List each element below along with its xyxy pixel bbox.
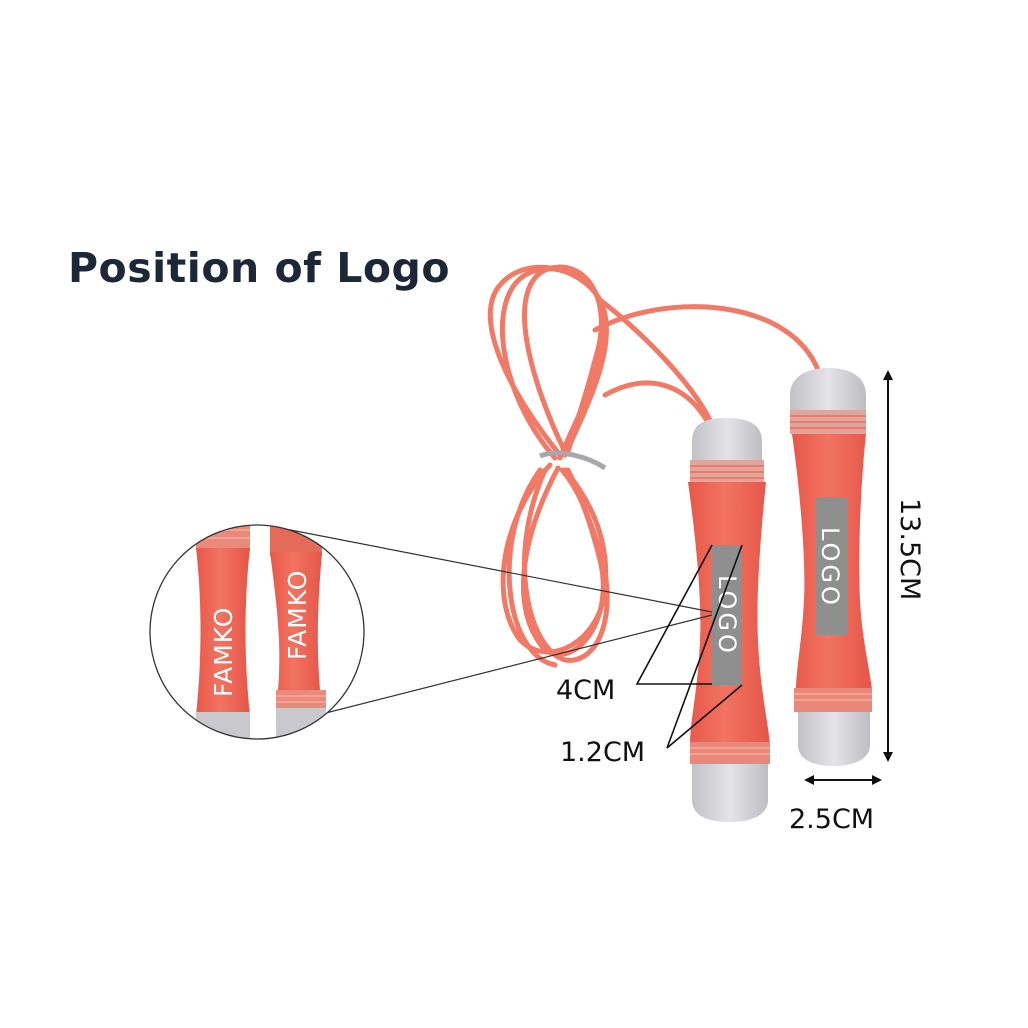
callout-line-top (269, 525, 713, 613)
brand-label-left: FAMKO (209, 607, 238, 697)
zoom-circle (149, 524, 365, 740)
logo-height-label: 1.2CM (560, 737, 645, 768)
rope-coil (487, 264, 821, 668)
handle-diameter-label: 2.5CM (789, 804, 874, 835)
brand-label-right: FAMKO (283, 570, 312, 660)
logo-label-left: LOGO (713, 575, 741, 656)
coil-band (539, 450, 607, 471)
logo-area-left (712, 545, 742, 685)
page-title: Position of Logo (68, 244, 451, 292)
logo-area-right (815, 497, 848, 635)
handle-length-label: 13.5CM (894, 498, 925, 600)
logo-width-label: 4CM (556, 675, 615, 706)
dimension-leaders (635, 544, 743, 749)
left-handle (688, 418, 770, 822)
logo-label-right: LOGO (816, 527, 844, 608)
callout-line-bottom (297, 614, 713, 721)
